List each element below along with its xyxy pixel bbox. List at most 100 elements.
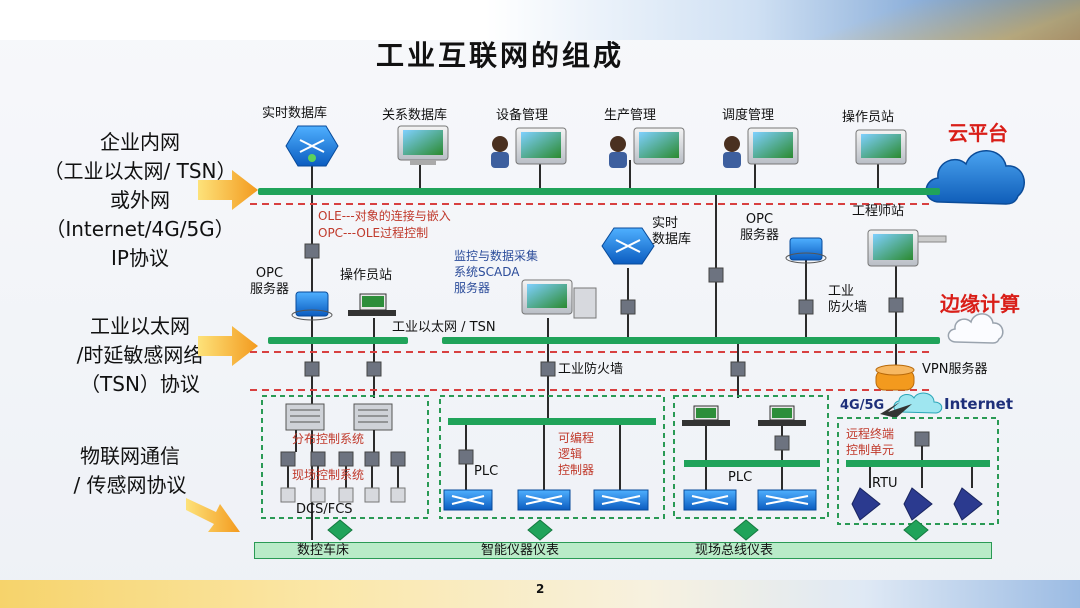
bus-diamond-icons	[327, 519, 929, 541]
node-icon	[708, 267, 724, 283]
label-line: 服务器	[250, 282, 290, 297]
scada-server-icon	[521, 279, 597, 319]
label-line: 系统SCADA	[454, 265, 520, 279]
arrow-industrial-icon	[198, 326, 258, 366]
realtime-db-top-label: 实时数据库	[262, 106, 328, 121]
firewall-node-icon	[888, 297, 904, 313]
dcs-fcs-label: DCS/FCS	[296, 502, 353, 517]
operator-station-top-monitor-icon	[855, 129, 907, 165]
iot-label-line: 物联网通信	[80, 444, 180, 468]
opc-definition: OPC---OLE过程控制	[318, 226, 429, 240]
smart-instruments-label: 智能仪器仪表	[481, 543, 560, 558]
label-line: OPC	[745, 212, 774, 227]
label-line: 工业	[828, 284, 855, 299]
enterprise-network-label: 企业内网 （工业以太网/ TSN） 或外网 （Internet/4G/5G） I…	[30, 128, 250, 273]
rtu-label: RTU	[872, 476, 898, 491]
enterprise-bus	[258, 188, 940, 195]
ethernet-bus-right	[442, 337, 940, 344]
realtime-db-mid-icon	[601, 227, 655, 265]
label-line: 监控与数据采集	[454, 249, 539, 263]
dcs-rack-icon	[285, 403, 325, 431]
label-line: 可编程	[558, 431, 595, 445]
arrow-enterprise-icon	[198, 170, 258, 210]
4g5g-label: 4G/5G	[840, 398, 885, 413]
page-number: 2	[536, 582, 545, 596]
label-line: 控制器	[558, 463, 595, 477]
rtu-desc-label: 远程终端 控制单元	[846, 426, 894, 458]
ethernet-bus-left	[268, 337, 408, 344]
rtu-node-icon	[914, 431, 930, 447]
equipment-mgmt-label: 设备管理	[496, 108, 549, 123]
industrial-label-line: （TSN）协议	[80, 372, 200, 396]
iot-label-line: / 传感网协议	[73, 473, 187, 497]
edge-computing-label: 边缘计算	[940, 292, 1020, 316]
realtime-db-top-icon	[285, 125, 339, 167]
opc-server-right-label: OPC 服务器	[740, 212, 779, 244]
node-icon	[774, 435, 790, 451]
production-mgmt-label: 生产管理	[604, 108, 657, 123]
production-mgmt-monitor-icon	[609, 127, 685, 168]
dcs-nodes	[280, 451, 406, 467]
enterprise-label-line: 企业内网	[100, 130, 180, 154]
scheduling-mgmt-monitor-icon	[723, 127, 799, 168]
enterprise-label-line: IP协议	[111, 246, 169, 270]
dcs-io-modules	[280, 487, 406, 503]
bottom-decoration-band	[0, 580, 1080, 608]
opc-server-right-icon	[785, 237, 827, 264]
label-line: 数据库	[652, 232, 692, 247]
layer-separators	[250, 203, 930, 391]
label-line: OPC	[255, 266, 284, 281]
fieldbus-instruments-label: 现场总线仪表	[695, 543, 774, 558]
iot-network-label: 物联网通信 / 传感网协议	[30, 442, 230, 500]
dcs-label: 分布控制系统	[292, 432, 365, 446]
vpn-server-label: VPN服务器	[922, 362, 988, 377]
plc-right-pc-icon	[682, 405, 730, 426]
arrow-iot-icon	[186, 498, 240, 532]
label-line: 实时	[652, 216, 679, 231]
internet-label: Internet	[944, 395, 1014, 413]
edge-cloud-icon	[947, 313, 1004, 344]
node-icon	[620, 299, 636, 315]
opc-server-left-label: OPC 服务器	[250, 266, 289, 298]
label-line: 防火墙	[828, 300, 868, 315]
industrial-label-line: 工业以太网	[90, 314, 190, 338]
plc-switch-icon	[517, 489, 571, 511]
plc-left-label: PLC	[474, 464, 499, 479]
plc-right-bus	[684, 460, 820, 467]
operator-station-mid-icon	[348, 293, 396, 316]
industrial-network-label: 工业以太网 /时延敏感网络 （TSN）协议	[30, 312, 250, 399]
plc-switch-icon	[443, 489, 493, 511]
plc-switch-icon	[683, 489, 737, 511]
fcs-label: 现场控制系统	[292, 468, 365, 482]
relational-db-monitor-icon	[397, 125, 449, 165]
plc-switch-icon	[593, 489, 649, 511]
fieldbus-bar: 数控车床 智能仪器仪表 现场总线仪表	[254, 542, 992, 559]
label-line: 控制单元	[846, 443, 895, 457]
ethernet-bus-label: 工业以太网 / TSN	[392, 320, 496, 335]
rtu-bus	[846, 460, 990, 467]
cloud-icon	[925, 150, 1025, 205]
page-title: 工业互联网的组成	[375, 39, 624, 72]
scada-label: 监控与数据采集 系统SCADA 服务器	[454, 248, 538, 296]
engineer-station-icon	[867, 229, 947, 267]
node-icon	[458, 449, 474, 465]
opc-server-left-icon	[291, 291, 333, 321]
wireless-link-icon	[880, 402, 912, 418]
enterprise-label-line: （工业以太网/ TSN）	[43, 159, 237, 183]
ole-definition: OLE---对象的连接与嵌入	[318, 209, 451, 223]
dcs-rack-icon	[353, 403, 393, 431]
node-icon	[730, 361, 746, 377]
industrial-firewall-mid-label: 工业防火墙	[558, 362, 624, 377]
industrial-firewall-right-label: 工业 防火墙	[828, 284, 867, 316]
plc-desc-label: 可编程 逻辑 控制器	[558, 430, 594, 478]
cloud-platform-label: 云平台	[948, 121, 1008, 145]
label-line: 逻辑	[558, 447, 583, 461]
plc-right-label: PLC	[728, 470, 753, 485]
plc-switch-icon	[757, 489, 817, 511]
node-icon	[798, 299, 814, 315]
industrial-label-line: /时延敏感网络	[76, 343, 204, 367]
node-icon	[366, 361, 382, 377]
scheduling-mgmt-label: 调度管理	[722, 108, 775, 123]
